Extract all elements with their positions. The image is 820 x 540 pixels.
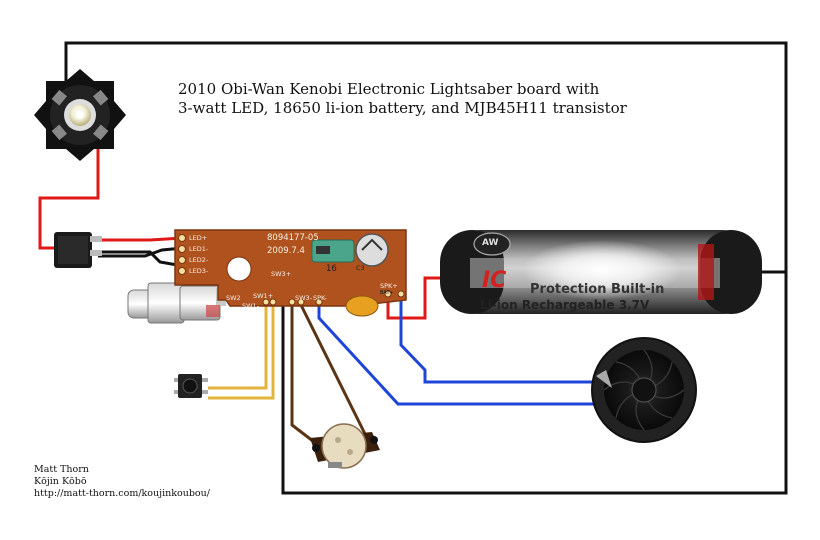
pin-label-sw1-plus: SW1+: [253, 292, 274, 300]
pin-label-spk-minus: SPK-: [313, 294, 327, 302]
pin-label-spk-plus: SPK+: [380, 282, 398, 290]
speaker-icon: [591, 337, 697, 443]
credit-author: Matt Thorn: [34, 464, 89, 475]
battery-icon: [440, 230, 762, 314]
wire-red-led: [38, 142, 100, 250]
tactile-switch-icon: [174, 374, 208, 398]
credit-studio: Kōjin Kōbō: [34, 476, 87, 487]
circuit-board: [174, 229, 407, 317]
wire-red-battery: [386, 276, 442, 320]
wire-black-frame: [64, 41, 788, 495]
led-star-icon: [34, 69, 126, 161]
diagram-title-line-2: 3-watt LED, 18650 li-ion battery, and MJ…: [178, 99, 627, 117]
diagram-title-line-1: 2010 Obi-Wan Kenobi Electronic Lightsabe…: [178, 80, 600, 98]
pin-label-led3-minus: LED3-: [189, 267, 209, 275]
battery-logo: IC: [482, 268, 507, 293]
board-part-number: 8094177-05: [267, 233, 319, 243]
battery-badge: AW: [482, 238, 499, 248]
board-date: 2009.7.4: [267, 246, 305, 256]
pin-label-bat-plus: BAT+: [380, 290, 394, 296]
credit-url[interactable]: http://matt-thorn.com/koujinkoubou/: [34, 488, 210, 499]
pin-label-sw2: SW2: [226, 294, 241, 302]
wire-transistor-board: [98, 236, 184, 268]
pin-label-led-plus: LED+: [189, 234, 208, 242]
pin-label-sw3-plus: SW3+: [271, 270, 292, 278]
wire-brown-sensor: [290, 304, 370, 450]
wire-yellow-switch: [208, 305, 275, 400]
clash-sensor-icon: [310, 423, 380, 469]
transistor-icon: [54, 232, 102, 268]
wire-blue-speaker: [317, 300, 600, 406]
pin-label-sw1-minus: SW1-: [242, 302, 260, 310]
pin-label-led1-minus: LED1-: [189, 245, 209, 253]
capacitor-label: C3: [356, 264, 365, 272]
pin-label-sw3-minus: SW3-: [295, 294, 313, 302]
battery-protection-text: Protection Built-in: [530, 282, 665, 297]
lightsaber-emitter-icon: [127, 282, 226, 324]
battery-rating-text: Li-ion Rechargeable 3.7V: [480, 298, 650, 312]
pin-label-led2-minus: LED2-: [189, 256, 209, 264]
capacitor-marking: 16: [326, 264, 337, 274]
